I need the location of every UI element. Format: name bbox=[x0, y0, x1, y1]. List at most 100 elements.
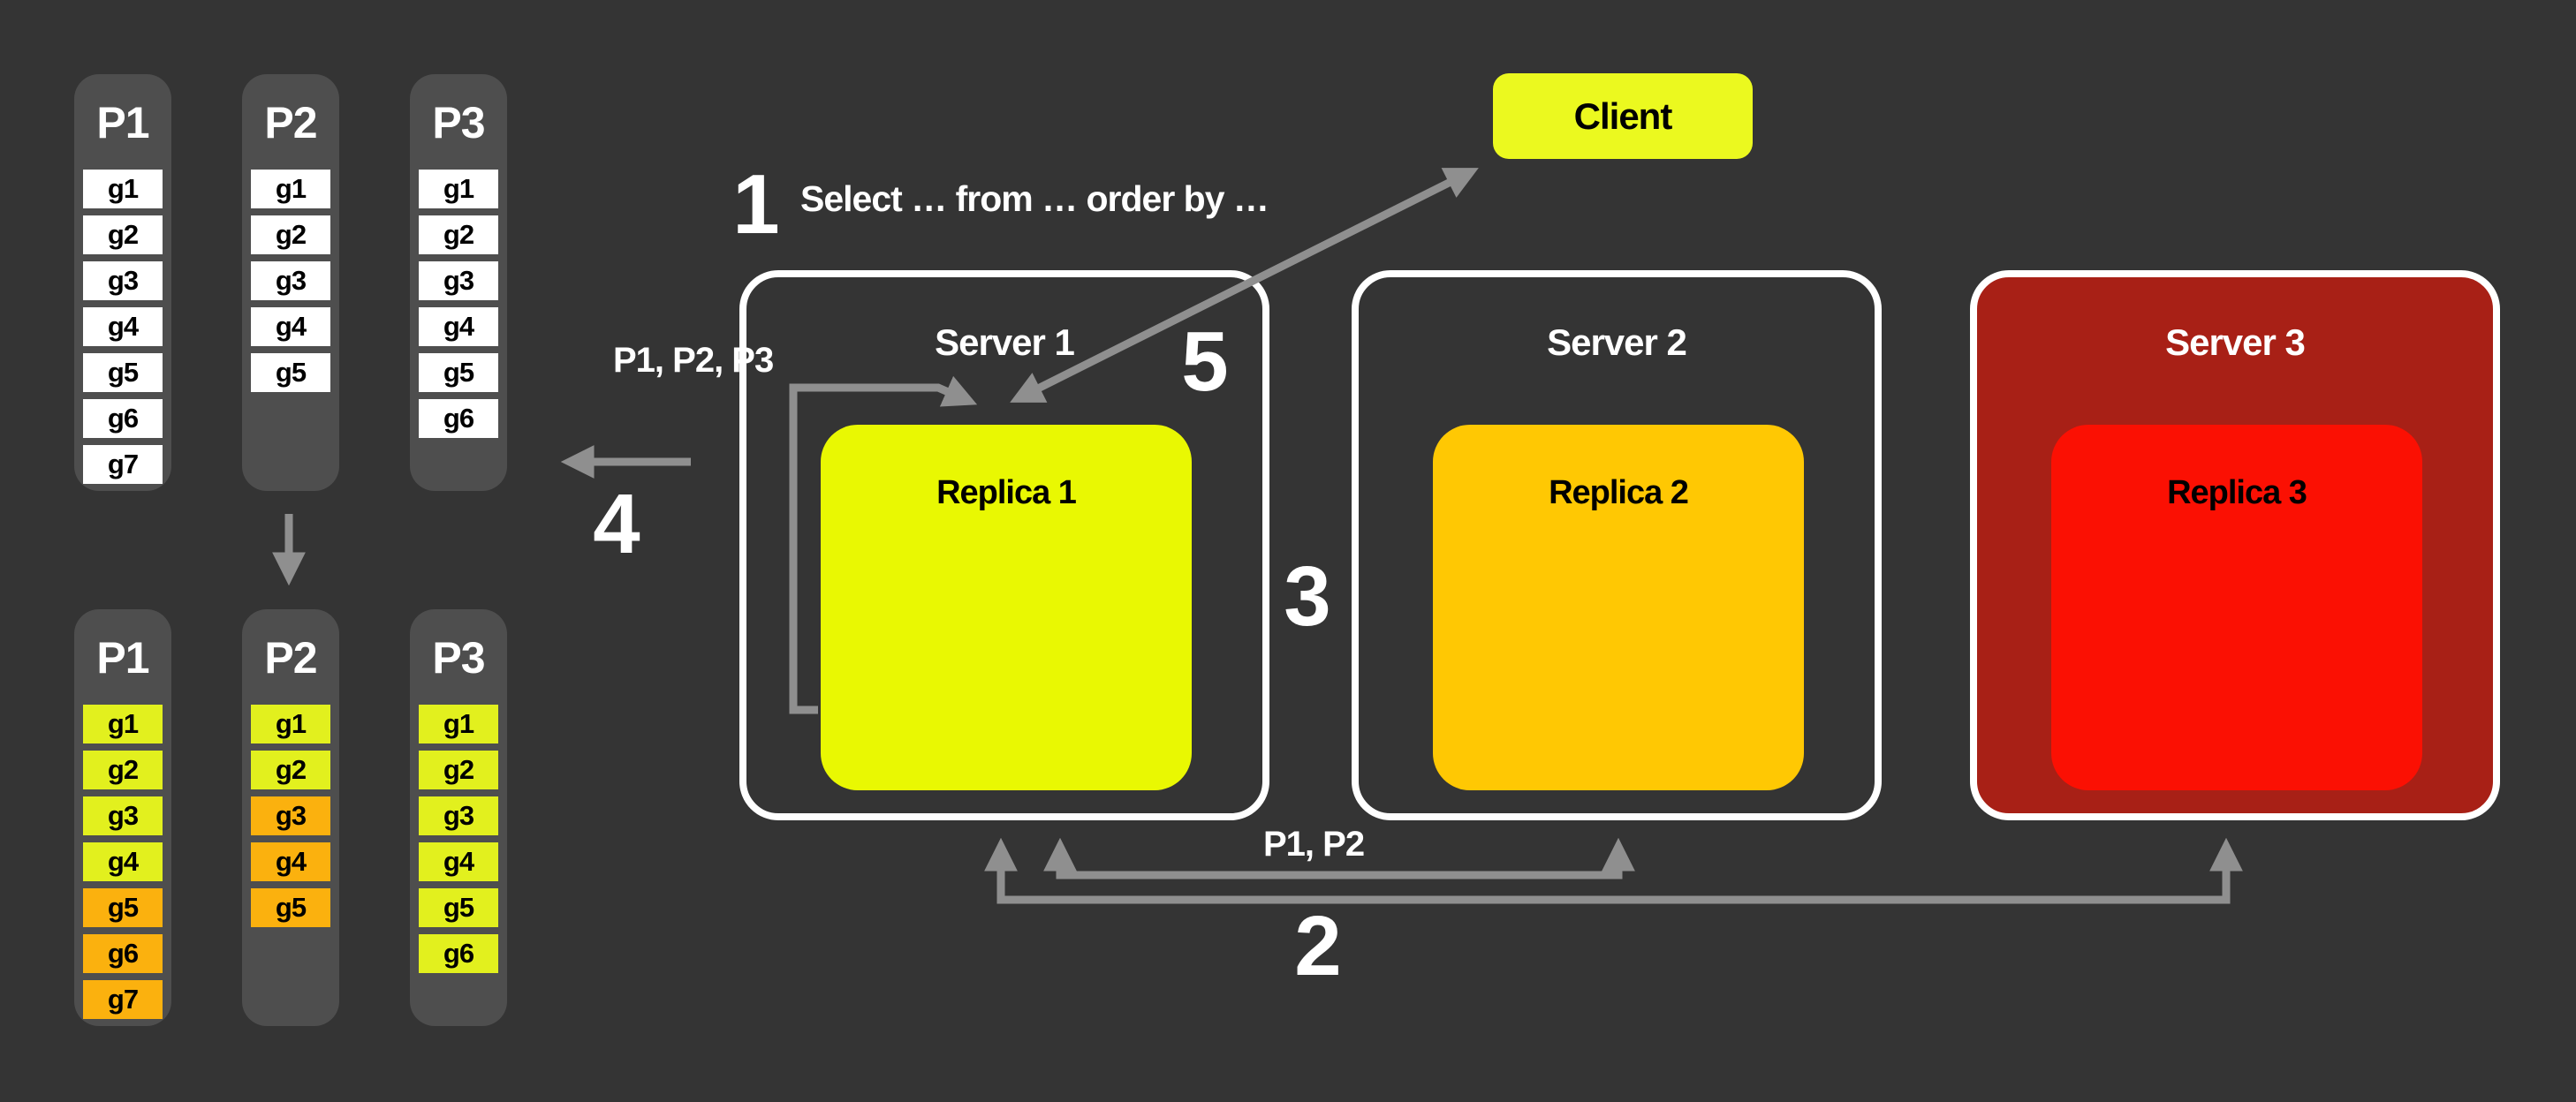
partition-cell-label: g1 bbox=[443, 173, 474, 204]
partition-cell-label: g5 bbox=[275, 357, 307, 388]
partition-cell-label: g7 bbox=[107, 984, 139, 1015]
partition-cell: g5 bbox=[83, 888, 163, 927]
partition-cell: g3 bbox=[83, 261, 163, 300]
partition-column-header: P2 bbox=[264, 98, 317, 147]
partition-cell-label: g6 bbox=[107, 938, 139, 969]
partition-cell-label: g1 bbox=[107, 708, 139, 739]
partition-column-header: P3 bbox=[432, 98, 485, 147]
partition-cell: g5 bbox=[419, 888, 498, 927]
partition-group-after: P1 g1 g2 g3 g4 g5 g6 g7 P2 g1 g2 g3 g4 g5 P3 g1 g2 g3 g4 g5… bbox=[74, 609, 507, 1026]
replicate-arrow-server3 bbox=[984, 837, 2243, 904]
replica3-label: Replica 3 bbox=[2167, 474, 2307, 511]
partition-cell-label: g5 bbox=[443, 892, 474, 923]
partition-cell: g2 bbox=[83, 751, 163, 789]
server-box-2: Server 2 Replica 2 bbox=[1352, 270, 1882, 820]
step3-number: 3 bbox=[1284, 549, 1331, 644]
partition-column-p3: P3 g1 g2 g3 g4 g5 g6 bbox=[410, 74, 507, 491]
server-box-3: Server 3 Replica 3 bbox=[1970, 270, 2500, 820]
partition-cell: g6 bbox=[83, 399, 163, 438]
step1-number: 1 bbox=[732, 157, 780, 252]
partition-cell-list: g1 g2 g3 g4 g5 bbox=[251, 705, 330, 927]
partition-column-p3: P3 g1 g2 g3 g4 g5 g6 bbox=[410, 609, 507, 1026]
partition-cell-label: g5 bbox=[443, 357, 474, 388]
partition-column-header: P2 bbox=[264, 633, 317, 683]
partition-cell-label: g1 bbox=[107, 173, 139, 204]
partition-cell: g2 bbox=[251, 215, 330, 254]
partition-cell-label: g5 bbox=[107, 892, 139, 923]
partition-cell-label: g7 bbox=[107, 449, 139, 479]
partition-cell-label: g1 bbox=[443, 708, 474, 739]
partition-cell: g1 bbox=[83, 705, 163, 743]
partition-cell: g5 bbox=[251, 888, 330, 927]
partition-cell-label: g2 bbox=[107, 219, 139, 250]
partition-cell: g3 bbox=[419, 261, 498, 300]
step1-query-text: Select … from … order by … bbox=[800, 178, 1269, 219]
partition-cell-label: g5 bbox=[107, 357, 139, 388]
partition-cell: g4 bbox=[251, 307, 330, 346]
partition-cell-label: g4 bbox=[107, 846, 139, 877]
partition-cell-label: g1 bbox=[275, 173, 307, 204]
partition-cell: g3 bbox=[251, 796, 330, 835]
replica3-box: Replica 3 bbox=[2051, 425, 2422, 790]
partition-cell-label: g3 bbox=[443, 800, 474, 831]
partition-column-p2: P2 g1 g2 g3 g4 g5 bbox=[242, 609, 339, 1026]
partition-cell-label: g3 bbox=[107, 265, 139, 296]
partition-cell-label: g4 bbox=[443, 311, 474, 342]
partition-cell: g5 bbox=[251, 353, 330, 392]
partition-cell-list: g1 g2 g3 g4 g5 g6 bbox=[419, 170, 498, 438]
partition-cell: g4 bbox=[83, 842, 163, 881]
server2-label: Server 2 bbox=[1547, 321, 1687, 363]
partition-column-p1: P1 g1 g2 g3 g4 g5 g6 g7 bbox=[74, 609, 171, 1026]
partition-column-p2: P2 g1 g2 g3 g4 g5 bbox=[242, 74, 339, 491]
partition-cell: g7 bbox=[83, 980, 163, 1019]
partition-cell-label: g4 bbox=[275, 846, 307, 877]
partition-cell: g5 bbox=[83, 353, 163, 392]
partition-cell-label: g6 bbox=[443, 938, 474, 969]
partition-column-header: P3 bbox=[432, 633, 485, 683]
replica2-label: Replica 2 bbox=[1549, 474, 1689, 511]
partition-cell-label: g4 bbox=[107, 311, 139, 342]
partition-cell: g1 bbox=[251, 705, 330, 743]
partition-cell-label: g2 bbox=[443, 219, 474, 250]
partition-cell: g4 bbox=[419, 842, 498, 881]
replica1-box: Replica 1 bbox=[821, 425, 1192, 790]
partition-cell-label: g2 bbox=[107, 754, 139, 785]
partition-cell-label: g4 bbox=[443, 846, 474, 877]
replica2-box: Replica 2 bbox=[1433, 425, 1804, 790]
server3-label: Server 3 bbox=[2165, 321, 2306, 363]
partition-cell: g4 bbox=[251, 842, 330, 881]
partition-cell-label: g2 bbox=[275, 754, 307, 785]
partition-cell-label: g1 bbox=[275, 708, 307, 739]
partition-cell: g2 bbox=[251, 751, 330, 789]
partition-cell: g6 bbox=[419, 399, 498, 438]
client-label: Client bbox=[1573, 94, 1673, 137]
partition-cell-list: g1 g2 g3 g4 g5 g6 bbox=[419, 705, 498, 973]
partition-cell: g2 bbox=[419, 751, 498, 789]
partition-cell-label: g6 bbox=[443, 403, 474, 434]
partition-cell: g7 bbox=[83, 445, 163, 484]
partition-cell: g1 bbox=[419, 170, 498, 208]
partition-cell: g2 bbox=[83, 215, 163, 254]
partition-cell-label: g3 bbox=[275, 800, 307, 831]
partition-cell-label: g6 bbox=[107, 403, 139, 434]
server1-partitions-label: P1, P2, P3 bbox=[613, 341, 774, 380]
partition-cell-label: g3 bbox=[443, 265, 474, 296]
partition-cell: g4 bbox=[83, 307, 163, 346]
partition-cell: g6 bbox=[419, 934, 498, 973]
partition-cell-label: g3 bbox=[275, 265, 307, 296]
partition-column-header: P1 bbox=[96, 633, 149, 683]
partition-cell-label: g3 bbox=[107, 800, 139, 831]
partition-cell-label: g2 bbox=[275, 219, 307, 250]
partition-cell: g1 bbox=[419, 705, 498, 743]
partition-cell: g3 bbox=[83, 796, 163, 835]
partition-cell-list: g1 g2 g3 g4 g5 g6 g7 bbox=[83, 170, 163, 484]
replica1-label: Replica 1 bbox=[936, 474, 1077, 511]
partition-cell-label: g4 bbox=[275, 311, 307, 342]
partition-cell: g6 bbox=[83, 934, 163, 973]
partition-cell-label: g2 bbox=[443, 754, 474, 785]
partition-cell: g3 bbox=[419, 796, 498, 835]
replicated-partitions-label: P1, P2 bbox=[1263, 825, 1365, 864]
